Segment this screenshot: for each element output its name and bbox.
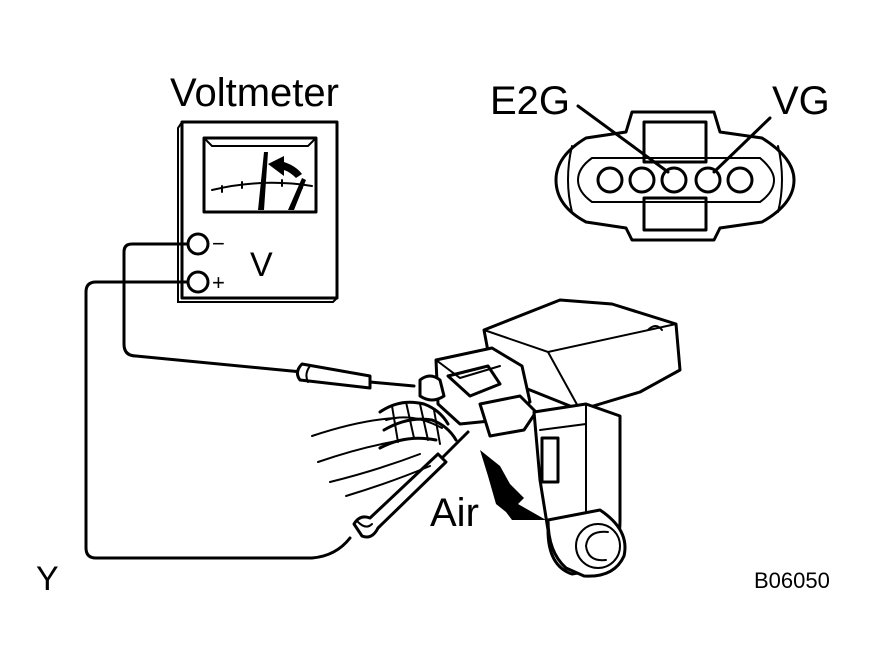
minus-sign: − xyxy=(212,231,225,256)
test-leads xyxy=(84,242,470,560)
wire-harness xyxy=(311,400,458,497)
connector-pinout xyxy=(554,104,796,242)
negative-probe xyxy=(295,362,372,390)
connector-pin-1 xyxy=(596,166,624,194)
air-flow-arrow xyxy=(480,450,546,520)
e2g-leader-line xyxy=(576,104,670,174)
negative-terminal xyxy=(186,232,210,256)
air-flow-meter xyxy=(418,298,682,578)
connector-pin-5 xyxy=(726,166,754,194)
connector-key-top xyxy=(642,120,708,164)
positive-probe xyxy=(352,452,448,539)
voltmeter-label: Voltmeter xyxy=(170,71,339,115)
positive-terminal xyxy=(186,270,210,294)
figure-code: B06050 xyxy=(754,568,830,593)
y-label: Y xyxy=(36,560,59,598)
negative-lead-wire xyxy=(122,242,304,374)
connector-pin-e2g xyxy=(660,166,688,194)
vg-label: VG xyxy=(772,79,830,123)
connector-pin-vg xyxy=(694,166,722,194)
connector-key-bottom xyxy=(642,196,708,232)
e2g-label: E2G xyxy=(490,79,570,123)
vg-leader-line xyxy=(712,116,772,174)
voltmeter-needle xyxy=(258,152,268,210)
meter-symbol-v: V xyxy=(250,246,273,284)
deflection-arrow xyxy=(268,156,302,178)
positive-lead-wire xyxy=(84,280,352,560)
connector-pin-2 xyxy=(628,166,656,194)
air-label: Air xyxy=(430,491,479,535)
voltmeter: − + V xyxy=(177,120,339,303)
voltmeter-needle-deflected xyxy=(288,178,306,210)
plus-sign: + xyxy=(212,270,225,295)
